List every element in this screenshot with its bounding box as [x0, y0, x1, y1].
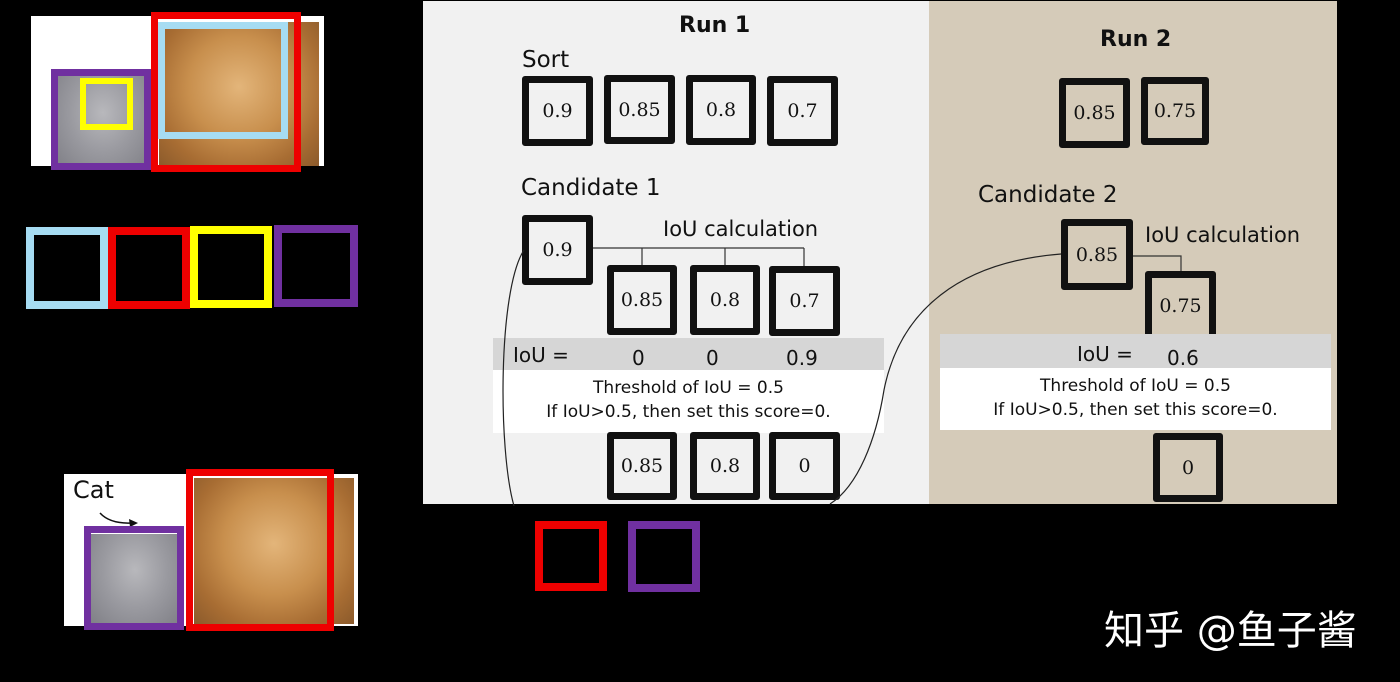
run2-sorted-score-2: 0.75 — [1141, 77, 1209, 145]
dog-photo — [159, 22, 319, 166]
cat-label: Cat — [73, 476, 114, 504]
candidate1-score: 0.9 — [522, 215, 593, 285]
output-cat-box-purple — [84, 526, 184, 630]
output-image — [64, 474, 358, 626]
run1-compare-score-1: 0.85 — [607, 265, 677, 335]
run1-iou-value-3: 0.9 — [786, 346, 818, 370]
run1-result-score-3: 0 — [769, 432, 840, 500]
run1-iou-label: IoU = — [513, 343, 569, 367]
candidate2-label: Candidate 2 — [978, 182, 1118, 208]
run1-title: Run 1 — [679, 13, 751, 38]
run1-iou-bar — [493, 338, 884, 370]
run1-iou-value-1: 0 — [632, 346, 645, 370]
run1-iou-calc-label: IoU calculation — [663, 217, 819, 241]
run2-iou-calc-label: IoU calculation — [1145, 223, 1301, 247]
run2-result-score-1: 0 — [1153, 433, 1223, 502]
run1-threshold-note: Threshold of IoU = 0.5 If IoU>0.5, then … — [493, 370, 884, 433]
candidate1-label: Candidate 1 — [521, 175, 661, 201]
run1-threshold-line2: If IoU>0.5, then set this score=0. — [546, 402, 831, 422]
run1-compare-score-3: 0.7 — [769, 266, 840, 336]
dog-box-red — [151, 12, 301, 172]
run1-result-score-1: 0.85 — [607, 432, 677, 500]
run1-sorted-score-1: 0.9 — [522, 76, 593, 146]
run1-compare-score-2: 0.8 — [690, 265, 760, 335]
cat-box-purple — [51, 69, 151, 170]
run2-iou-label: IoU = — [1077, 342, 1133, 366]
run2-iou-bar — [940, 334, 1331, 368]
dog-box-blue — [158, 22, 288, 139]
cat-photo — [57, 76, 149, 168]
run1-sorted-score-3: 0.8 — [686, 75, 756, 145]
legend-box-blue — [26, 227, 108, 309]
watermark: 知乎 @鱼子酱 — [1104, 608, 1357, 654]
cat-photo-output — [90, 534, 180, 624]
run2-iou-value-1: 0.6 — [1167, 346, 1199, 370]
run2-title: Run 2 — [1100, 27, 1172, 52]
run1-threshold-line1: Threshold of IoU = 0.5 — [593, 378, 784, 398]
kept-box-purple — [628, 521, 700, 592]
legend-box-purple — [274, 225, 358, 307]
kept-box-red — [535, 521, 607, 591]
input-image — [31, 16, 324, 168]
run2-threshold-line1: Threshold of IoU = 0.5 — [1040, 376, 1231, 396]
cat-face-box-yellow — [80, 78, 133, 130]
run1-sorted-score-4: 0.7 — [767, 76, 838, 146]
legend-box-red — [108, 227, 190, 309]
candidate2-score: 0.85 — [1061, 219, 1133, 290]
run2-threshold-note: Threshold of IoU = 0.5 If IoU>0.5, then … — [940, 368, 1331, 430]
run2-sorted-score-1: 0.85 — [1059, 78, 1130, 148]
run1-iou-value-2: 0 — [706, 346, 719, 370]
sort-label: Sort — [522, 47, 570, 73]
run2-threshold-line2: If IoU>0.5, then set this score=0. — [993, 400, 1278, 420]
run1-sorted-score-2: 0.85 — [604, 75, 675, 144]
run1-result-score-2: 0.8 — [690, 432, 760, 500]
output-dog-box-red — [186, 469, 334, 631]
legend-box-yellow — [190, 226, 272, 308]
